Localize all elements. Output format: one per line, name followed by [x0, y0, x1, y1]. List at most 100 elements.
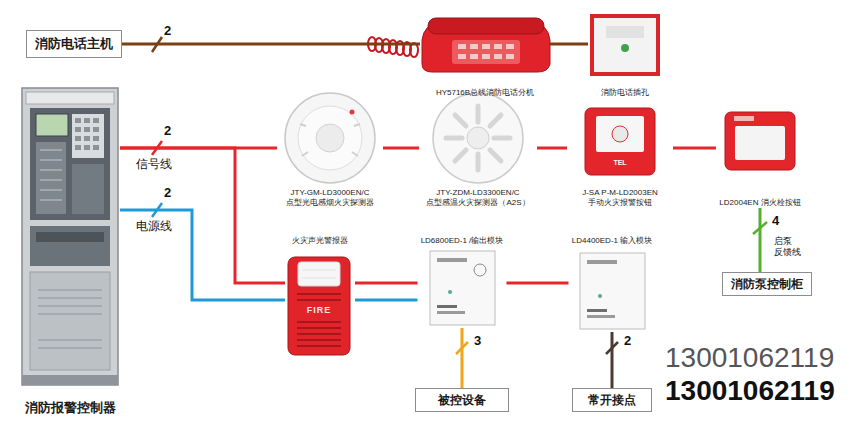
- input-module-illustration: [580, 253, 645, 329]
- hydrant-button-illustration: [734, 116, 754, 121]
- controller-cabinet: [40, 200, 62, 201]
- controller-cabinet: [30, 108, 110, 220]
- heat-detector-illustration: [455, 150, 466, 161]
- input-module-illustration: [598, 294, 602, 298]
- connector-group: [120, 44, 760, 388]
- node-text: LD4400ED-1 输入模块: [572, 236, 652, 246]
- heat-detector-illustration: [455, 115, 466, 126]
- controller-cabinet: [38, 340, 102, 341]
- wire-count: 4: [772, 214, 779, 229]
- wire-connector: [759, 208, 762, 272]
- phone-jack: 消防电话插孔: [588, 12, 662, 98]
- input-module-illustration: [587, 315, 615, 318]
- heat-detector-illustration: [490, 115, 501, 126]
- controller-cabinet: [84, 136, 90, 141]
- smoke-detector-illustration: [350, 110, 355, 115]
- smoke-detector-illustration: [285, 93, 375, 183]
- heat-detector-illustration: [433, 93, 523, 183]
- node-text: 消防电话插孔: [601, 88, 649, 98]
- input-module-illustration: [587, 309, 607, 312]
- smoke-detector-illustration: [316, 124, 344, 152]
- controller-cabinet: [40, 180, 62, 181]
- controller-cabinet: [40, 150, 62, 200]
- wire-connector: [673, 147, 716, 150]
- wire-connector: [507, 282, 569, 285]
- node-text: J-SA P-M-LD2003EN 手动火灾报警按钮: [570, 188, 670, 208]
- wire-connector: [120, 148, 285, 283]
- sounder-strobe-illustration: [298, 262, 340, 286]
- wire-count: 2: [164, 24, 171, 39]
- output-module-illustration: [437, 311, 465, 314]
- hydrant-button: LD2004EN 消火栓按钮: [716, 108, 804, 208]
- controller-cabinet: [38, 290, 102, 291]
- node-text: 消防泵控制柜: [731, 277, 803, 292]
- input-module-illustration: [580, 253, 645, 329]
- heat-detector: JTY-ZDM-LD3300EN/C 点型感温火灾探测器（A2S）: [419, 90, 537, 208]
- controller-cabinet: [93, 136, 99, 141]
- phone-jack-illustration: [592, 16, 658, 74]
- node-text: JTY-GM-LD3000EN/C 点型光电感烟火灾探测器: [280, 188, 380, 208]
- device-marking: TEL: [613, 159, 626, 167]
- alarm-controller: 消防报警控制器: [20, 86, 120, 416]
- sounder-strobe-illustration: [297, 294, 341, 346]
- node-text: 消防报警控制器: [25, 400, 116, 416]
- output-module-illustration: [437, 305, 457, 308]
- smoke-detector-illustration: [300, 124, 306, 126]
- sounder-strobe-illustration: [297, 345, 341, 347]
- node-text: HY5716B总线消防电话分机: [436, 88, 534, 98]
- smoke-detector-illustration: [298, 106, 362, 170]
- node-text: LD6800ED-1 /输出模块: [421, 236, 504, 246]
- wire-connector: [122, 43, 420, 46]
- hydrant-button-illustration: [735, 126, 785, 160]
- sounder-strobe-illustration: [288, 257, 350, 355]
- heat-detector-illustration: [476, 106, 481, 122]
- wire-count: 2: [164, 124, 171, 139]
- phone-extension-illustration: [494, 44, 502, 49]
- controller-cabinet: [75, 118, 99, 150]
- controller-cabinet: [84, 127, 90, 132]
- sounder-strobe-illustration: [297, 339, 341, 341]
- device-marking: FIRE: [307, 305, 332, 315]
- sounder-strobe-illustration: [302, 278, 336, 279]
- controller-cabinet: [84, 118, 90, 123]
- controller-cabinet: [72, 114, 104, 158]
- phone-extension-illustration: [452, 40, 520, 64]
- smoke-detector-illustration: [354, 124, 360, 126]
- output-module-illustration: [430, 251, 495, 325]
- input-module-illustration: [587, 260, 617, 264]
- phone-extension-illustration: [458, 54, 466, 59]
- smoke-detector: JTY-GM-LD3000EN/C 点型光电感烟火灾探测器: [277, 90, 383, 208]
- heat-detector-illustration: [433, 93, 523, 183]
- controller-cabinet: [75, 145, 81, 150]
- sounder-strobe: 火灾声光警报器: [285, 236, 355, 358]
- output-module-illustration: [474, 264, 486, 276]
- controller-cabinet: [93, 127, 99, 132]
- output-module-illustration: [448, 290, 452, 294]
- wire-count: 2: [164, 186, 171, 201]
- phone-extension-illustration: [506, 54, 514, 59]
- controller-cabinet: [38, 348, 102, 349]
- phone-extension-illustration: [458, 44, 466, 49]
- phone-extension-illustration: [482, 44, 490, 49]
- controller-cabinet: [75, 136, 81, 141]
- heat-detector-illustration: [494, 136, 510, 141]
- phone-jack-illustration: [621, 44, 629, 52]
- node-text: 常开接点: [588, 393, 636, 408]
- controller-cabinet: [36, 142, 66, 214]
- smoke-detector-illustration: [302, 152, 308, 156]
- wire-count: 3: [474, 334, 481, 349]
- smoke-detector-illustration: [300, 124, 360, 156]
- manual-call-point-illustration: [612, 126, 628, 142]
- sounder-strobe-illustration: [302, 270, 336, 271]
- heat-detector-illustration: [476, 154, 481, 170]
- wire-connector: [461, 328, 464, 388]
- sounder-strobe-illustration: [302, 270, 336, 278]
- hydrant-button-illustration: [725, 112, 795, 170]
- controller-cabinet: [26, 92, 114, 104]
- manual-call-point-illustration: [585, 108, 655, 175]
- controller-cabinet: [38, 290, 102, 348]
- controller-cabinet: [40, 170, 62, 171]
- phone-extension-illustration: [470, 44, 478, 49]
- controller-cabinet: [72, 164, 104, 214]
- contact-box: 常开接点: [572, 388, 652, 412]
